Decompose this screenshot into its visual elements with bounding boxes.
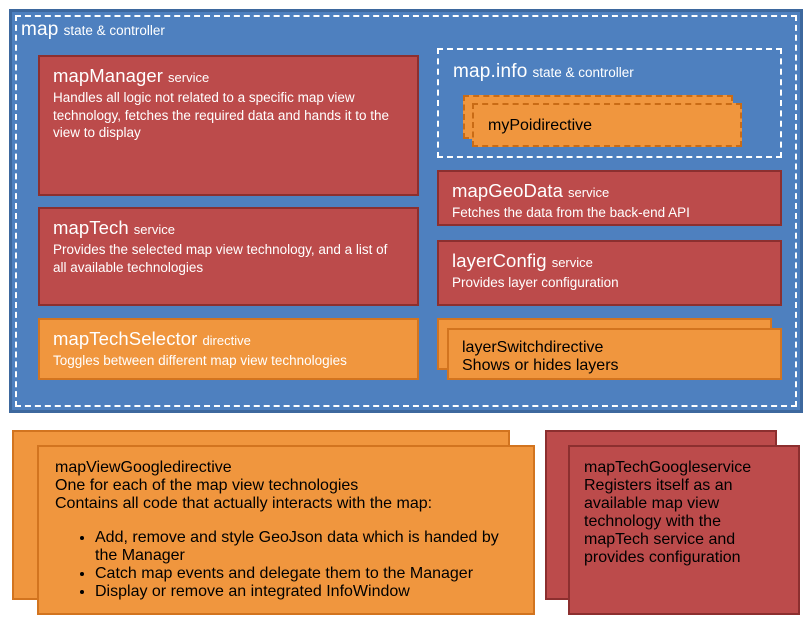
card-map-manager-head: mapManager service (53, 66, 404, 87)
card-layer-switch-kind: directive (543, 339, 604, 356)
card-my-poi-name: myPoi (488, 117, 533, 134)
card-map-tech[interactable]: mapTech service Provides the selected map… (38, 207, 419, 306)
card-map-tech-google-name: mapTechGoogle (584, 459, 701, 476)
card-layer-switch-name: layerSwitch (462, 339, 544, 356)
card-map-geo-data-description: Fetches the data from the back-end API (452, 204, 690, 220)
card-map-manager-kind: service (168, 70, 210, 85)
module-map-info-name: map.info (453, 61, 528, 82)
card-map-tech-google-kind: service (700, 459, 752, 476)
card-map-geo-data[interactable]: mapGeoData service Fetches the data from … (437, 170, 782, 226)
card-my-poi-head: myPoidirective (474, 105, 740, 135)
card-map-tech-selector-head: mapTechSelector directive (53, 329, 404, 350)
card-map-tech-kind: service (133, 222, 175, 237)
card-map-geo-data-name: mapGeoData (452, 180, 564, 201)
card-layer-config-name: layerConfig (452, 250, 547, 271)
module-map-kind: state & controller (63, 23, 165, 38)
card-map-view-google-bullets: Add, remove and style GeoJson data which… (55, 529, 517, 601)
card-map-tech-google-stack: mapTechGoogleservice Registers itself as… (545, 430, 800, 615)
card-map-tech-google[interactable]: mapTechGoogleservice Registers itself as… (568, 445, 800, 615)
card-map-view-google-name: mapViewGoogle (55, 459, 173, 476)
module-map-title: map state & controller (21, 20, 165, 39)
card-map-view-google-kind: directive (172, 459, 232, 476)
card-map-tech-google-description: Registers itself as an available map vie… (584, 477, 741, 566)
card-my-poi-kind: directive (532, 117, 593, 134)
card-map-geo-data-kind: service (568, 185, 610, 200)
card-map-manager-description: Handles all logic not related to a speci… (53, 89, 389, 141)
card-map-geo-data-head: mapGeoData service (452, 181, 767, 202)
card-layer-config-kind: service (551, 255, 593, 270)
card-map-view-google-head: mapViewGoogledirective (55, 459, 517, 477)
module-map-info-title: map.info state & controller (453, 62, 634, 81)
list-item: Display or remove an integrated InfoWind… (95, 583, 517, 601)
list-item: Catch map events and delegate them to th… (95, 565, 517, 583)
card-layer-switch[interactable]: layerSwitchdirective Shows or hides laye… (447, 328, 782, 380)
card-map-tech-selector[interactable]: mapTechSelector directive Toggles between… (38, 318, 419, 380)
card-map-tech-selector-description: Toggles between different map view techn… (53, 352, 347, 368)
card-map-tech-google-head: mapTechGoogleservice (584, 459, 784, 477)
card-my-poi[interactable]: myPoidirective (472, 103, 742, 147)
card-map-tech-name: mapTech (53, 217, 129, 238)
card-layer-switch-description: Shows or hides layers (462, 357, 619, 374)
card-map-view-google-subheading: Contains all code that actually interact… (55, 495, 433, 512)
module-map-name: map (21, 19, 59, 40)
card-map-view-google-description: One for each of the map view technologie… (55, 477, 359, 494)
card-layer-config-head: layerConfig service (452, 251, 767, 272)
list-item: Add, remove and style GeoJson data which… (95, 529, 517, 565)
card-layer-switch-stack: layerSwitchdirective Shows or hides laye… (437, 318, 782, 380)
card-map-tech-description: Provides the selected map view technolog… (53, 241, 388, 275)
card-layer-config-description: Provides layer configuration (452, 274, 619, 290)
card-my-poi-stack: myPoidirective (463, 95, 742, 147)
card-map-view-google[interactable]: mapViewGoogledirective One for each of t… (37, 445, 535, 615)
module-map-info-kind: state & controller (532, 65, 634, 80)
card-map-tech-selector-name: mapTechSelector (53, 328, 198, 349)
card-map-manager-name: mapManager (53, 65, 164, 86)
card-map-manager[interactable]: mapManager service Handles all logic not … (38, 55, 419, 196)
card-layer-config[interactable]: layerConfig service Provides layer config… (437, 240, 782, 306)
card-map-view-google-stack: mapViewGoogledirective One for each of t… (12, 430, 535, 615)
card-map-tech-selector-kind: directive (202, 333, 251, 348)
card-map-tech-head: mapTech service (53, 218, 404, 239)
card-layer-switch-head: layerSwitchdirective (462, 339, 767, 357)
